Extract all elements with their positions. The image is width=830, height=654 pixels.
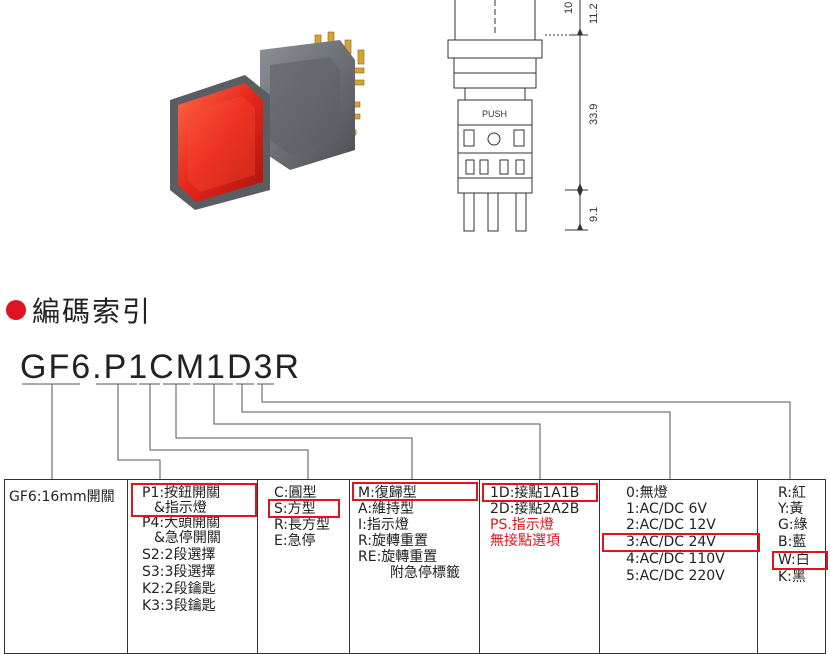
contact-item: 無接點選項 bbox=[490, 533, 560, 549]
contact-item: 2D:接點2A2B bbox=[490, 501, 580, 517]
voltage-item: 5:AC/DC 220V bbox=[626, 568, 725, 584]
operator-item: P1:按鈕開關 bbox=[142, 485, 221, 501]
shape-item: E:急停 bbox=[274, 533, 316, 549]
operator-item: S3:3段選擇 bbox=[142, 564, 216, 580]
dim-11-2: 11.2 bbox=[588, 3, 600, 24]
col-series: GF6:16mm開關 bbox=[5, 480, 128, 653]
code-index-table: GF6:16mm開關 P1:按鈕開關 &指示燈 P4:大頭開關 &急停開關 S2… bbox=[4, 479, 828, 654]
voltage-item: 1:AC/DC 6V bbox=[626, 501, 707, 517]
technical-drawing: PUSH 10 11.2 33.9 9.1 bbox=[447, 0, 600, 232]
operator-item: &指示燈 bbox=[154, 500, 207, 516]
color-item: R:紅 bbox=[778, 485, 807, 501]
color-item: Y:黃 bbox=[778, 501, 804, 517]
series-label: GF6:16mm開關 bbox=[9, 489, 115, 505]
color-item: G:綠 bbox=[778, 517, 808, 533]
dim-9-1: 9.1 bbox=[588, 207, 600, 222]
function-item: 附急停標籤 bbox=[390, 565, 460, 581]
heading-text: 編碼索引 bbox=[32, 295, 153, 328]
selected-highlight bbox=[131, 483, 257, 517]
selected-highlight bbox=[602, 533, 760, 552]
contact-item: PS.指示燈 bbox=[490, 517, 554, 533]
operator-item: P4:大頭開關 bbox=[142, 515, 221, 531]
code-connectors bbox=[22, 383, 791, 480]
shape-item: C:圓型 bbox=[274, 485, 317, 501]
color-item: K:黑 bbox=[778, 569, 806, 585]
function-item: I:指示燈 bbox=[358, 517, 409, 533]
operator-item: S2:2段選擇 bbox=[142, 547, 216, 563]
color-item: B:藍 bbox=[778, 534, 807, 550]
col-operator: P1:按鈕開關 &指示燈 P4:大頭開關 &急停開關 S2:2段選擇 S3:3段… bbox=[128, 480, 258, 653]
part-code: GF6.P1CM1D3R bbox=[20, 348, 301, 386]
shape-item: R:長方型 bbox=[274, 517, 331, 533]
dim-10: 10 bbox=[563, 2, 575, 14]
col-color: R:紅 Y:黃 G:綠 B:藍 W:白 K:黑 bbox=[758, 480, 828, 653]
shape-item: S:方型 bbox=[274, 501, 316, 517]
dim-33-9: 33.9 bbox=[588, 104, 600, 125]
operator-item: &急停開關 bbox=[154, 530, 221, 546]
red-button-cap bbox=[178, 83, 263, 202]
function-item: M:復歸型 bbox=[358, 485, 417, 501]
col-voltage: 0:無燈 1:AC/DC 6V 2:AC/DC 12V 3:AC/DC 24V … bbox=[600, 480, 760, 653]
selected-highlight bbox=[772, 551, 828, 570]
function-item: R:旋轉重置 bbox=[358, 533, 429, 549]
col-shape: C:圓型 S:方型 R:長方型 E:急停 bbox=[258, 480, 350, 653]
voltage-item: 4:AC/DC 110V bbox=[626, 551, 725, 567]
selected-highlight bbox=[268, 499, 340, 518]
selected-highlight bbox=[352, 482, 478, 501]
push-label: PUSH bbox=[482, 109, 507, 119]
col-function: M:復歸型 A:維持型 I:指示燈 R:旋轉重置 RE:旋轉重置 附急停標籤 bbox=[350, 480, 480, 653]
selected-highlight bbox=[482, 483, 598, 502]
product-photo bbox=[170, 31, 365, 210]
operator-item: K2:2段鑰匙 bbox=[142, 581, 216, 597]
operator-item: K3:3段鑰匙 bbox=[142, 598, 216, 614]
voltage-item: 0:無燈 bbox=[626, 485, 668, 501]
section-heading: 編碼索引 bbox=[6, 290, 152, 330]
function-item: A:維持型 bbox=[358, 501, 415, 517]
voltage-item: 2:AC/DC 12V bbox=[626, 517, 716, 533]
color-item: W:白 bbox=[778, 552, 810, 568]
function-item: RE:旋轉重置 bbox=[358, 549, 438, 565]
contact-item: 1D:接點1A1B bbox=[490, 485, 580, 501]
col-contact: 1D:接點1A1B 2D:接點2A2B PS.指示燈 無接點選項 bbox=[480, 480, 600, 653]
voltage-item: 3:AC/DC 24V bbox=[626, 534, 716, 550]
red-bullet-icon bbox=[6, 300, 26, 320]
